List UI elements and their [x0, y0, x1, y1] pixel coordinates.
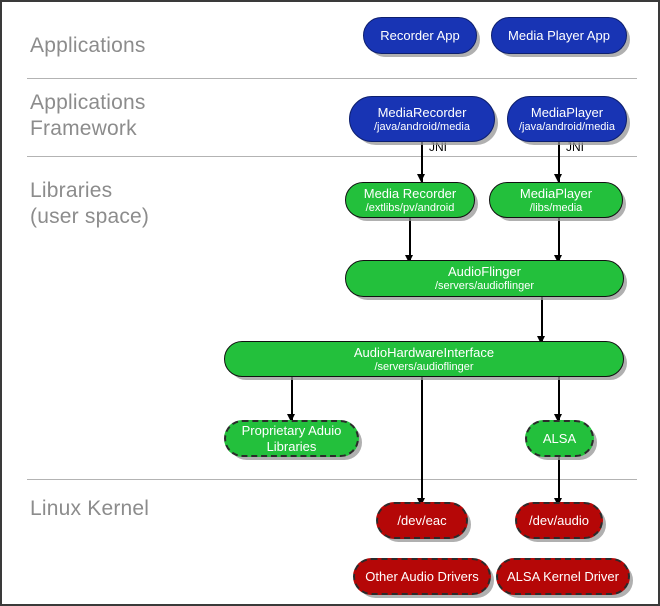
node-media-recorder-library[interactable]: Media Recorder /extlibs/pv/android — [345, 182, 475, 218]
node-dev-audio-title: /dev/audio — [529, 512, 589, 528]
node-mediaplayer-library-path: /libs/media — [529, 201, 583, 214]
node-alsa-title: ALSA — [542, 430, 577, 446]
node-audiohardwareinterface-title: AudioHardwareInterface — [353, 344, 495, 360]
node-mediarecorder-framework-path: /java/android/media — [373, 120, 470, 133]
node-audiohardwareinterface[interactable]: AudioHardwareInterface /servers/audiofli… — [224, 341, 624, 377]
node-dev-eac[interactable]: /dev/eac — [376, 502, 468, 539]
node-other-audio-drivers-title: Other Audio Drivers — [365, 568, 479, 584]
arrowhead-mediaplayer-jni — [554, 174, 562, 182]
node-mediaplayer-framework-title: MediaPlayer — [530, 104, 604, 120]
node-media-recorder-library-path: /extlibs/pv/android — [365, 201, 455, 214]
connector-mediaplayer-jni — [558, 142, 560, 182]
connector-ahi-to-alsa — [558, 376, 560, 424]
arrowhead-mediaplayer-to-audioflinger — [554, 255, 562, 263]
arrowhead-audioflinger-to-audiohardwareinterface — [537, 336, 545, 344]
connector-label-jni-left: JNI — [429, 140, 447, 154]
node-media-player-app[interactable]: Media Player App — [491, 17, 627, 54]
node-mediaplayer-library[interactable]: MediaPlayer /libs/media — [489, 182, 623, 218]
node-mediarecorder-framework[interactable]: MediaRecorder /java/android/media — [349, 96, 495, 142]
node-media-recorder-library-title: Media Recorder — [363, 185, 457, 201]
arrowhead-ahi-to-proprietary-libraries — [287, 414, 295, 422]
node-alsa[interactable]: ALSA — [525, 420, 594, 457]
node-alsa-kernel-driver-title: ALSA Kernel Driver — [507, 568, 619, 584]
connector-mediarecorder-to-audioflinger — [409, 218, 411, 266]
connector-ahi-to-proprietary-libraries — [291, 376, 293, 424]
node-recorder-app[interactable]: Recorder App — [363, 17, 477, 54]
node-other-audio-drivers[interactable]: Other Audio Drivers — [353, 558, 491, 595]
section-label-linux-kernel: Linux Kernel — [30, 497, 150, 520]
node-recorder-app-title: Recorder App — [380, 27, 460, 43]
node-audioflinger-path: /servers/audioflinger — [434, 280, 535, 292]
node-mediaplayer-library-title: MediaPlayer — [519, 185, 593, 201]
node-mediaplayer-framework-path: /java/android/media — [518, 120, 615, 133]
section-label-applications: Applications — [30, 34, 146, 57]
node-alsa-kernel-driver[interactable]: ALSA Kernel Driver — [496, 558, 630, 595]
divider-framework — [27, 156, 637, 157]
node-proprietary-audio-libraries-subtitle: Libraries — [266, 438, 317, 454]
node-dev-audio[interactable]: /dev/audio — [515, 502, 603, 539]
section-label-libraries: Libraries (user space) — [30, 179, 150, 228]
connector-mediarecorder-jni — [421, 142, 423, 182]
node-media-player-app-title: Media Player App — [508, 27, 610, 43]
section-label-applications-framework: Applications Framework — [30, 91, 146, 140]
node-audiohardwareinterface-path: /servers/audioflinger — [374, 360, 474, 373]
node-proprietary-audio-libraries[interactable]: Proprietary Aduio Libraries — [224, 420, 359, 457]
connector-ahi-to-dev-eac — [421, 376, 423, 506]
connector-mediaplayer-to-audioflinger — [558, 218, 560, 266]
node-audioflinger[interactable]: AudioFlinger /servers/audioflinger — [345, 260, 624, 297]
node-mediaplayer-framework[interactable]: MediaPlayer /java/android/media — [507, 96, 627, 142]
divider-libraries — [27, 479, 637, 480]
node-mediarecorder-framework-title: MediaRecorder — [377, 104, 467, 120]
divider-applications — [27, 78, 637, 79]
connector-alsa-to-dev-audio — [558, 454, 560, 506]
node-dev-eac-title: /dev/eac — [397, 512, 447, 528]
node-audioflinger-title: AudioFlinger — [448, 264, 521, 279]
connector-label-jni-right: JNI — [566, 140, 584, 154]
connector-audioflinger-to-audiohardwareinterface — [541, 296, 543, 346]
arrowhead-mediarecorder-to-audioflinger — [405, 255, 413, 263]
arrowhead-ahi-to-alsa — [554, 414, 562, 422]
node-proprietary-audio-libraries-title: Proprietary Aduio — [241, 422, 342, 438]
arrowhead-mediarecorder-jni — [417, 174, 425, 182]
